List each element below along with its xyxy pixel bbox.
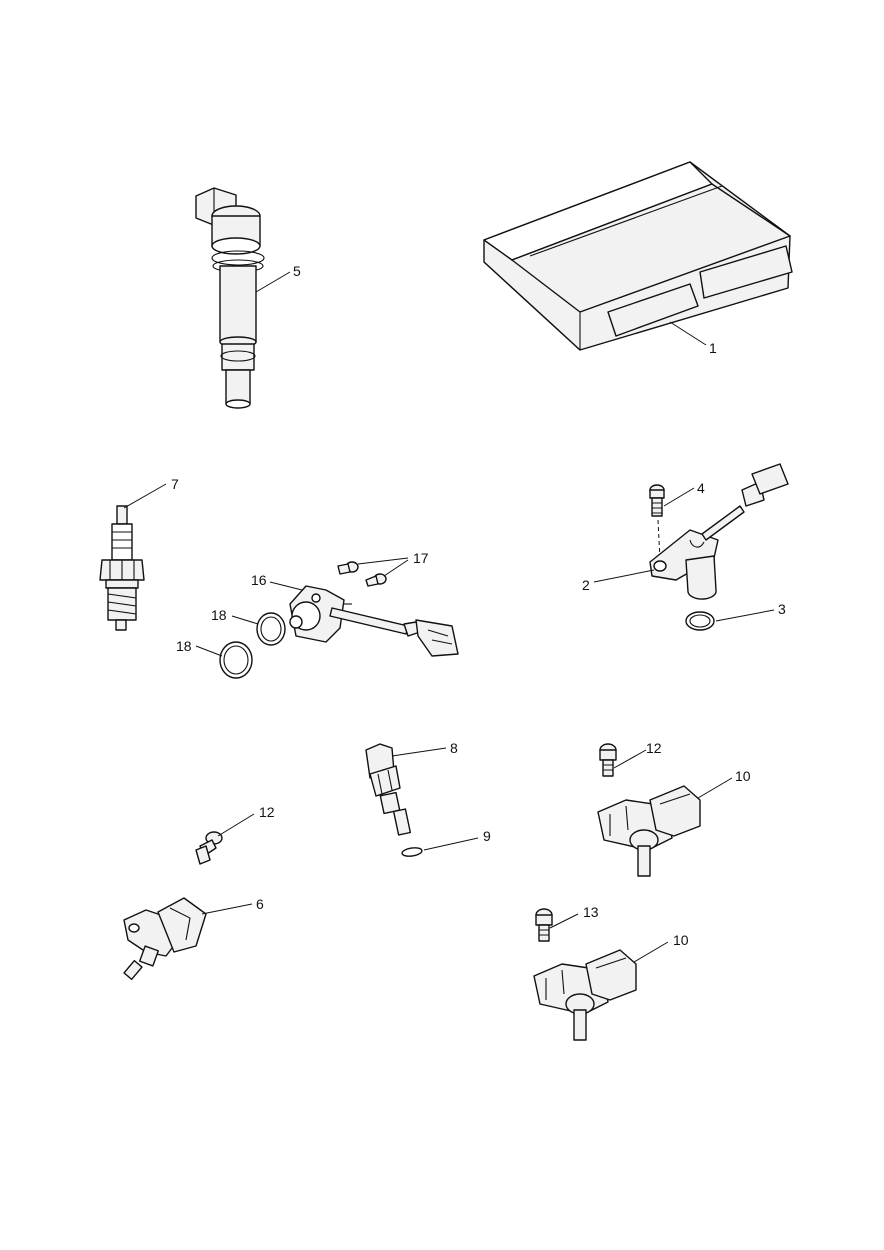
callout-4: 4 (697, 480, 705, 496)
o-ring-18b-part (219, 641, 253, 679)
callout-2: 2 (582, 577, 590, 593)
map-sensor-10b-part (533, 949, 637, 1041)
ecu-part (483, 161, 793, 351)
callout-17: 17 (413, 550, 429, 566)
callout-labels: 1 2 3 4 5 6 7 8 9 10 10 12 12 13 16 17 1… (171, 263, 786, 948)
callout-12-right: 12 (646, 740, 662, 756)
screw-17b-part (365, 573, 387, 587)
callout-8: 8 (450, 740, 458, 756)
screw-12b-part (195, 831, 223, 865)
leader-lines (123, 271, 775, 963)
spark-plug-part (99, 505, 145, 631)
callout-10-upper: 10 (735, 768, 751, 784)
o-ring-3-part (685, 611, 715, 631)
o-ring-18a-part (256, 612, 286, 646)
screw-12a-part (599, 743, 617, 777)
callout-13: 13 (583, 904, 599, 920)
callout-10-lower: 10 (673, 932, 689, 948)
map-sensor-10a-part (597, 785, 701, 877)
callout-5: 5 (293, 263, 301, 279)
callout-18-lower: 18 (176, 638, 192, 654)
screw-17a-part (337, 561, 359, 575)
screw-4-part (649, 484, 665, 561)
sensor-6-part (123, 897, 207, 981)
callout-7: 7 (171, 476, 179, 492)
callout-18-upper: 18 (211, 607, 227, 623)
crank-sensor-part (289, 585, 459, 657)
callout-12-left: 12 (259, 804, 275, 820)
callout-3: 3 (778, 601, 786, 617)
ignition-coil-part (195, 187, 265, 409)
temp-sensor-part (365, 743, 412, 836)
callout-6: 6 (256, 896, 264, 912)
callout-16: 16 (251, 572, 267, 588)
callout-9: 9 (483, 828, 491, 844)
callout-1: 1 (709, 340, 717, 356)
o-ring-9-part (401, 847, 423, 857)
screw-13-part (535, 908, 553, 942)
speed-sensor-part (649, 463, 789, 600)
